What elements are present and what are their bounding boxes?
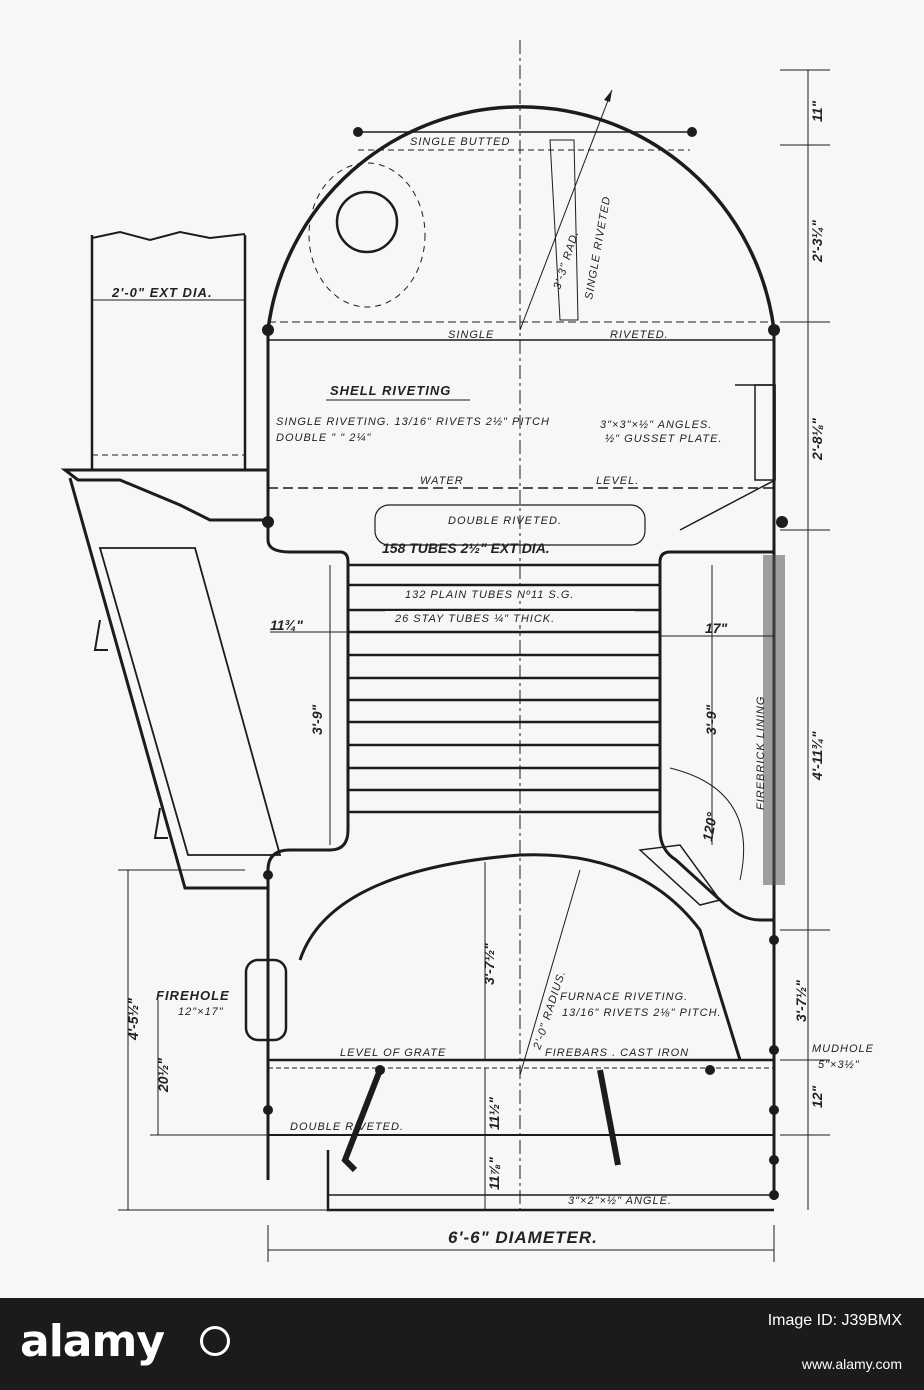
angle-120-arc bbox=[669, 767, 745, 881]
label-single-riveted-vertical: SINGLE RIVETED bbox=[583, 195, 613, 301]
dome-outline bbox=[266, 105, 776, 331]
label-double-riveted-top: DOUBLE RIVETED. bbox=[448, 515, 562, 527]
label-bottom-angle: 3"×2"×½" ANGLE. bbox=[568, 1195, 672, 1207]
label-single-butted: SINGLE BUTTED bbox=[410, 136, 510, 148]
smokebox-outer-wall bbox=[68, 477, 268, 890]
tube-bank bbox=[348, 563, 660, 814]
manhole-opening bbox=[335, 190, 399, 254]
dim-12: 12" bbox=[809, 1085, 825, 1108]
grate-support-left bbox=[341, 1068, 383, 1173]
dim-4-11: 4'-11¾" bbox=[809, 731, 825, 781]
label-gusset: ½" GUSSET PLATE. bbox=[605, 433, 723, 445]
label-shell-riveting: SHELL RIVETING bbox=[330, 383, 451, 398]
smokebox-top bbox=[60, 468, 270, 522]
plain-tubes-label-bg bbox=[395, 587, 635, 601]
label-firehole: FIREHOLE bbox=[156, 988, 230, 1003]
label-furnace-riveting: FURNACE RIVETING. bbox=[560, 991, 688, 1003]
dim-11-875: 11⅞" bbox=[486, 1157, 502, 1190]
label-firebars: FIREBARS . CAST IRON bbox=[545, 1047, 689, 1059]
label-mudhole-size: 5"×3½" bbox=[818, 1059, 860, 1071]
boiler-diagram: SINGLE BUTTED 3'-3" RAD. SINGLE RIVETED … bbox=[60, 40, 874, 1262]
right-dimension-ticks bbox=[780, 69, 830, 1136]
diameter-label-bg bbox=[440, 1225, 665, 1247]
manhole-compensating-ring bbox=[308, 162, 426, 308]
label-riveted: RIVETED. bbox=[610, 329, 669, 341]
boiler-section-drawing: SINGLE BUTTED 3'-3" RAD. SINGLE RIVETED … bbox=[60, 40, 874, 1262]
rivet-heads bbox=[262, 127, 788, 1200]
flue-connection bbox=[638, 844, 722, 906]
firebrick-lining bbox=[763, 555, 785, 885]
dim-4-5: 4'-5½" bbox=[125, 998, 141, 1041]
label-level-of-grate: LEVEL OF GRATE bbox=[340, 1047, 446, 1059]
chimney-walls bbox=[90, 235, 247, 470]
dim-17: 17" bbox=[705, 620, 728, 636]
dim-2-8: 2'-8⅛" bbox=[809, 418, 825, 461]
top-tube-plate-strap bbox=[374, 504, 646, 546]
label-chimney-dia: 2'-0" EXT DIA. bbox=[111, 285, 213, 300]
firebox-left-lower bbox=[266, 829, 350, 1180]
label-furnace-rivets: 13/16" RIVETS 2⅛" PITCH. bbox=[562, 1007, 722, 1019]
dim-3-9-left: 3'-9" bbox=[309, 704, 325, 735]
ashpan-outline bbox=[326, 1150, 774, 1212]
smokebox-handle-upper bbox=[93, 619, 108, 651]
label-angles: 3"×3"×½" ANGLES. bbox=[600, 419, 712, 431]
label-double-riveting: DOUBLE " " 2¼" bbox=[276, 432, 372, 444]
radius-3-3-line bbox=[519, 89, 613, 331]
label-single-riveting: SINGLE RIVETING. 13/16" RIVETS 2½" PITCH bbox=[276, 416, 550, 428]
dim-20: 20½" bbox=[155, 1058, 171, 1093]
gusset-angle-plate bbox=[754, 384, 776, 481]
dim-11: 11" bbox=[809, 100, 825, 122]
grate-support-right bbox=[597, 1069, 621, 1166]
gusset-stay bbox=[679, 384, 776, 531]
stay-tubes-label-bg bbox=[385, 611, 635, 625]
vertical-seam-strap bbox=[549, 139, 579, 321]
label-level: LEVEL. bbox=[596, 475, 639, 487]
label-diameter: 6'-6" DIAMETER. bbox=[448, 1228, 598, 1247]
label-plain-tubes: 132 PLAIN TUBES Nº11 S.G. bbox=[405, 589, 574, 601]
dim-2-3: 2'-3¼" bbox=[809, 220, 825, 263]
label-single: SINGLE bbox=[448, 329, 494, 341]
label-water: WATER bbox=[420, 475, 464, 487]
dim-3-9-right: 3'-9" bbox=[703, 704, 719, 735]
alamy-logo: alamy bbox=[20, 1316, 165, 1367]
right-tubeplate-outline bbox=[658, 520, 776, 830]
firehole-door bbox=[244, 958, 288, 1042]
dim-3-7-right: 3'-7½" bbox=[793, 980, 809, 1022]
smokebox-door bbox=[98, 547, 282, 856]
chimney-break-line bbox=[91, 230, 246, 242]
label-firebrick: FIREBRICK LINING bbox=[755, 696, 767, 810]
furnace-crown bbox=[298, 853, 742, 1061]
watermark-footer: alamy Image ID: J39BMX www.alamy.com bbox=[0, 1298, 924, 1390]
stock-image-id: Image ID: J39BMX bbox=[767, 1312, 902, 1329]
dim-3-7-centre: 3'-7½" bbox=[481, 943, 497, 985]
label-firehole-size: 12"×17" bbox=[178, 1006, 224, 1018]
smokebox-handle-lower bbox=[153, 807, 168, 839]
label-double-riveted-bottom: DOUBLE RIVETED. bbox=[290, 1121, 404, 1133]
dim-11-5: 11½" bbox=[486, 1097, 502, 1130]
site-url: www.alamy.com bbox=[801, 1356, 902, 1372]
label-angle-120: 120° bbox=[699, 811, 720, 843]
label-stay-tubes: 26 STAY TUBES ¼" THICK. bbox=[394, 613, 555, 625]
left-tubeplate-outline bbox=[266, 539, 350, 830]
radius-2-0-line bbox=[519, 869, 581, 1076]
alamy-logo-icon bbox=[200, 1326, 230, 1356]
dim-11-75: 11¾" bbox=[270, 617, 303, 633]
label-mudhole: MUDHOLE bbox=[812, 1043, 874, 1055]
radius-arrow-head bbox=[604, 90, 612, 102]
label-158-tubes: 158 TUBES 2½" EXT DIA. bbox=[382, 540, 550, 556]
